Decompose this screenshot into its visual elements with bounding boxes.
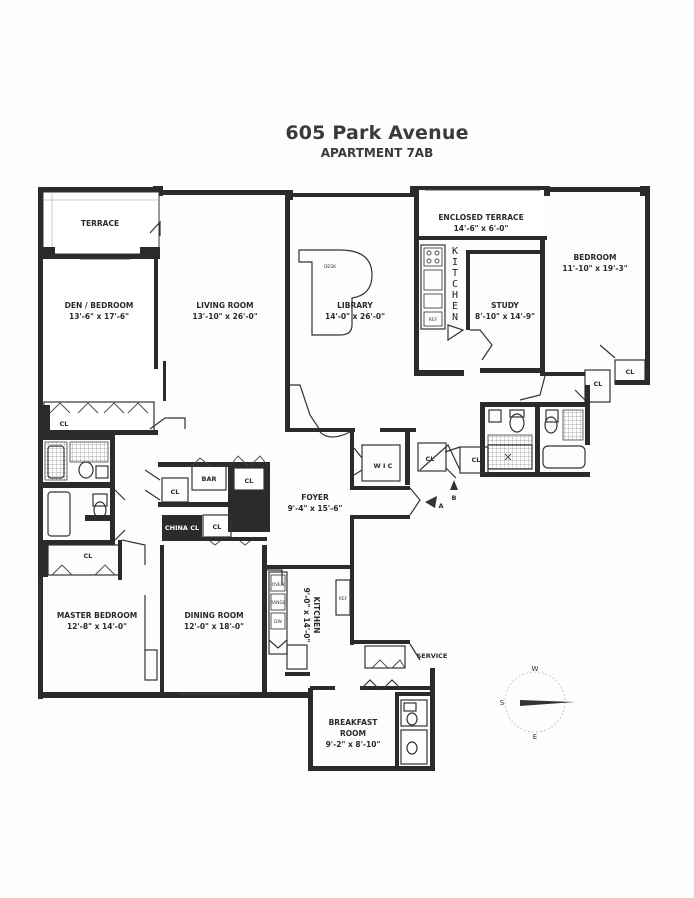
master-bedroom-label: MASTER BEDROOM [57,611,137,620]
terrace: TERRACE [42,191,161,259]
wic-label: W I C [374,462,393,470]
wall-living-library [285,195,290,430]
walk-in-closet: W I C [350,430,410,490]
foyer-label: FOYER [301,493,329,502]
door-a-label: A [438,502,443,510]
breakfast-size: 9'-2" x 8'-10" [326,740,381,749]
dining-label: DINING ROOM [184,611,243,620]
dining-room: DINING ROOM 12'-0" x 18'-0" [180,545,283,695]
wall-library-east [414,196,419,376]
kitchenette: REF K I T C H E N [414,244,465,376]
enclosed-terrace-size: 14'-6" x 6'-0" [454,224,509,233]
dining-size: 12'-0" x 18'-0" [184,622,244,631]
kitchenette-handwritten-k: K [452,246,458,257]
study: STUDY 8'-10" x 14'-9" [466,236,545,376]
bedroom-closet-2-label: CL [626,368,635,376]
kitchen-ref-label: REF [339,596,348,602]
library-label: LIBRARY [337,301,373,310]
terrace-label: TERRACE [81,219,119,228]
kitchenette-handwritten-h: H [452,290,458,301]
door-b-label: B [452,494,457,502]
bedroom-size: 11'-10" x 19'-3" [562,264,627,273]
master-bedroom-size: 12'-8" x 14'-0" [67,622,127,631]
bedroom: BEDROOM 11'-10" x 19'-3" CL CL [519,253,650,403]
den-bedroom: CL DEN / BEDROOM 13'-6" x 17'-6" [40,258,186,435]
hall-closet-2-label: CL [472,456,481,464]
living-room: LIVING ROOM 13'-10" x 26'-0" [163,301,258,401]
breakfast-label: BREAKFAST [329,718,379,727]
foyer-closet-label: CL [171,488,180,496]
left-baths [40,435,126,545]
kitchen-label: KITCHEN [312,597,321,634]
master-bedroom: CL MASTER BEDROOM 12'-8" x 14'-0" [39,539,158,681]
kitchen-oven-label: OVEN [272,582,285,588]
enclosed-terrace: ENCLOSED TERRACE 14'-6" x 6'-0" [419,189,547,240]
kitchen-size: 9'-0" x 14'-0" [302,588,311,643]
china-side-closet-label: CL [213,523,222,531]
study-label: STUDY [491,301,519,310]
enclosed-terrace-label: ENCLOSED TERRACE [438,213,523,222]
hall-closet-1-label: CL [426,455,435,463]
breakfast-room: BREAKFAST ROOM 9'-2" x 8'-10" [310,686,430,766]
breakfast-label-line-2: ROOM [340,729,366,738]
kitchenette-handwritten-c: C [452,279,458,290]
den-label: DEN / BEDROOM [65,301,134,310]
den-closet-label: CL [60,420,69,428]
bar-closet-label: CL [245,477,254,485]
kitchenette-handwritten-e: E [452,301,458,312]
bar-area: CL BAR CL CHINA CL CL [144,455,270,695]
living-label: LIVING ROOM [196,301,253,310]
page-title: 605 Park Avenue [285,122,469,144]
door-a-arrow [425,496,437,508]
study-size: 8'-10" x 14'-9" [475,312,535,321]
living-size: 13'-10" x 26'-0" [192,312,257,321]
kitchenette-handwritten-i: I [452,257,458,268]
compass-west: W [532,665,539,673]
door-b-arrow [450,480,458,490]
desk-label: DESK [324,264,337,270]
exterior-walls [38,186,650,771]
bedroom-label: BEDROOM [573,253,616,262]
compass-south: S [500,699,505,707]
kitchenette-ref-label: REF [429,317,438,323]
compass-east: E [533,733,537,741]
den-size: 13'-6" x 17'-6" [69,312,129,321]
library-size: 14'-0" x 26'-0" [325,312,385,321]
kitchen-dw-label: DW [274,619,282,625]
foyer: FOYER 9'-4" x 15'-6" A B [288,444,461,645]
compass: W S E [500,665,575,741]
bedroom-closet-1-label: CL [594,380,603,388]
page-subtitle: APARTMENT 7AB [320,146,434,160]
master-closet-label: CL [84,552,93,560]
foyer-size: 9'-4" x 15'-6" [288,504,343,513]
compass-arrow-icon [520,700,575,706]
library: DESK LIBRARY 14'-0" x 26'-0" [285,249,416,438]
kitchenette-handwritten-t: T [452,268,458,279]
kitchen-range-label: RANGE [270,600,286,606]
bar-label: BAR [202,475,217,483]
kitchen: OVEN RANGE DW REF KITCHEN 9'-0" x 14'-0"… [262,565,448,691]
china-closet-label: CHINA CL [165,524,199,532]
right-baths: CL CL [417,385,590,479]
kitchenette-handwritten-n: N [452,312,458,323]
service-label: SERVICE [417,652,448,660]
